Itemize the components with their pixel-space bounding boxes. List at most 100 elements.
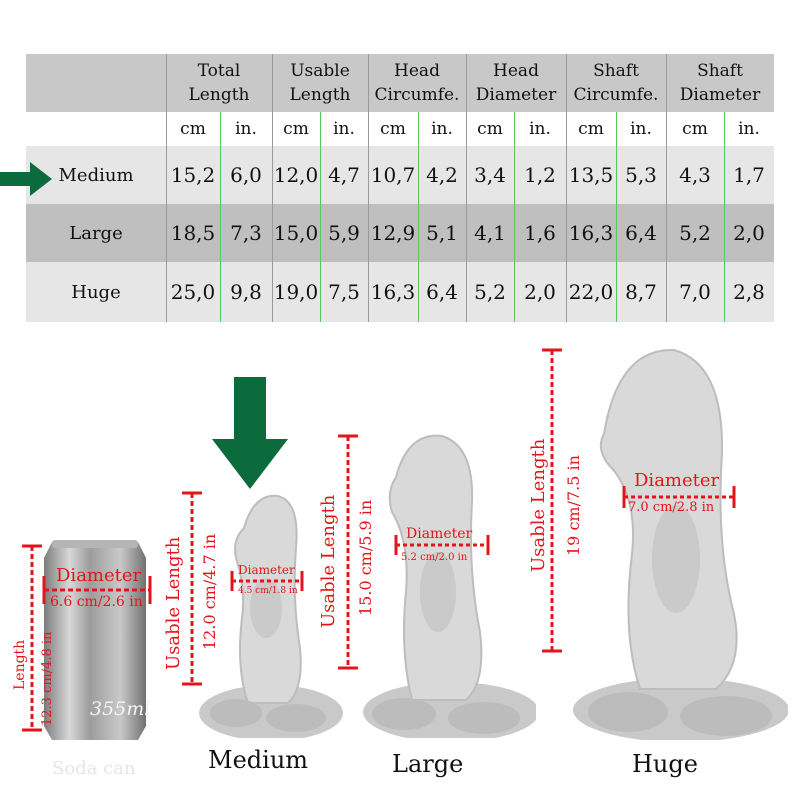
arrow-right-icon [0,162,52,196]
can-volume: 355ml [90,698,151,720]
large-diameter-value: 5.2 cm/2.0 in [401,552,468,563]
table-cell: 7,3 [230,221,262,245]
row-label: Medium [58,164,134,186]
table-cell: 9,8 [230,280,262,304]
table-unit-divider [320,112,321,322]
can-length-value: 12.3 cm/4.8 in [40,631,55,726]
huge-diameter-label: Diameter [634,470,720,491]
table-divider [272,54,273,322]
unit-label-in: in. [630,119,652,139]
huge-usable-label: Usable Length [528,438,549,572]
can-dimension-lines [22,544,152,732]
column-header-line1: Shaft [697,61,743,81]
table-cell: 13,5 [568,163,614,187]
medium-diameter-label: Diameter [238,563,295,577]
table-cell: 1,2 [524,163,556,187]
unit-label-cm: cm [380,119,406,139]
table-cell: 1,7 [733,163,765,187]
table-unit-divider [616,112,617,322]
column-header-line2: Length [289,85,351,105]
column-header-line1: Head [493,61,539,81]
table-cell: 4,1 [474,221,506,245]
table-cell: 25,0 [170,280,216,304]
table-cell: 2,8 [733,280,765,304]
unit-label-in: in. [431,119,453,139]
table-cell: 5,9 [328,221,360,245]
table-divider [666,54,667,322]
size-name-huge: Huge [632,750,698,778]
table-row [26,204,774,262]
huge-usable-value: 19 cm/7.5 in [564,455,583,556]
table-header-row [26,54,774,112]
table-unit-divider [418,112,419,322]
table-cell: 3,4 [474,163,506,187]
unit-label-cm: cm [682,119,708,139]
table-divider [368,54,369,322]
table-cell: 12,0 [273,163,319,187]
column-header-line2: Diameter [679,85,761,105]
medium-diameter-value: 4.5 cm/1.8 in [238,586,298,596]
column-header-line1: Shaft [593,61,639,81]
table-cell: 6,0 [230,163,262,187]
unit-label-cm: cm [283,119,309,139]
large-diameter-label: Diameter [406,526,473,542]
table-cell: 15,2 [170,163,216,187]
column-header-line2: Circumfe. [374,85,460,105]
table-cell: 6,4 [625,221,657,245]
column-header-line2: Length [188,85,250,105]
column-header-line1: Head [394,61,440,81]
table-row [26,146,774,204]
unit-label-in: in. [529,119,551,139]
unit-label-in: in. [235,119,257,139]
table-cell: 10,7 [370,163,416,187]
table-cell: 2,0 [733,221,765,245]
table-divider [466,54,467,322]
table-cell: 4,7 [328,163,360,187]
unit-label-cm: cm [578,119,604,139]
table-cell: 2,0 [524,280,556,304]
size-name-medium: Medium [208,746,309,774]
table-unit-divider [514,112,515,322]
table-cell: 4,2 [426,163,458,187]
table-row [26,262,774,322]
medium-usable-label: Usable Length [163,536,184,670]
table-cell: 7,0 [679,280,711,304]
can-name: Soda can [52,758,136,779]
huge-figure [573,348,788,740]
table-cell: 22,0 [568,280,614,304]
table-cell: 18,5 [170,221,216,245]
row-label: Huge [71,281,121,303]
size-name-large: Large [392,750,464,778]
large-usable-label: Usable Length [318,494,339,628]
row-label: Large [69,222,123,244]
table-cell: 4,3 [679,163,711,187]
unit-label-in: in. [333,119,355,139]
column-header-line2: Diameter [475,85,557,105]
table-cell: 8,7 [625,280,657,304]
table-cell: 16,3 [568,221,614,245]
column-header-line2: Circumfe. [573,85,659,105]
table-divider [166,54,167,322]
column-header-line1: Usable [290,61,350,81]
can-length-label: Length [12,639,28,690]
table-cell: 12,9 [370,221,416,245]
unit-label-cm: cm [477,119,503,139]
can-diameter-value: 6.6 cm/2.6 in [50,594,143,610]
table-cell: 5,1 [426,221,458,245]
table-cell: 6,4 [426,280,458,304]
large-figure [363,434,536,738]
table-cell: 7,5 [328,280,360,304]
huge-diameter-value: 7.0 cm/2.8 in [628,500,715,515]
large-usable-value: 15.0 cm/5.9 in [356,499,375,616]
table-unit-divider [220,112,221,322]
arrow-down-icon [212,377,288,489]
table-divider [566,54,567,322]
table-cell: 16,3 [370,280,416,304]
column-header-line1: Total [197,61,241,81]
table-cell: 15,0 [273,221,319,245]
